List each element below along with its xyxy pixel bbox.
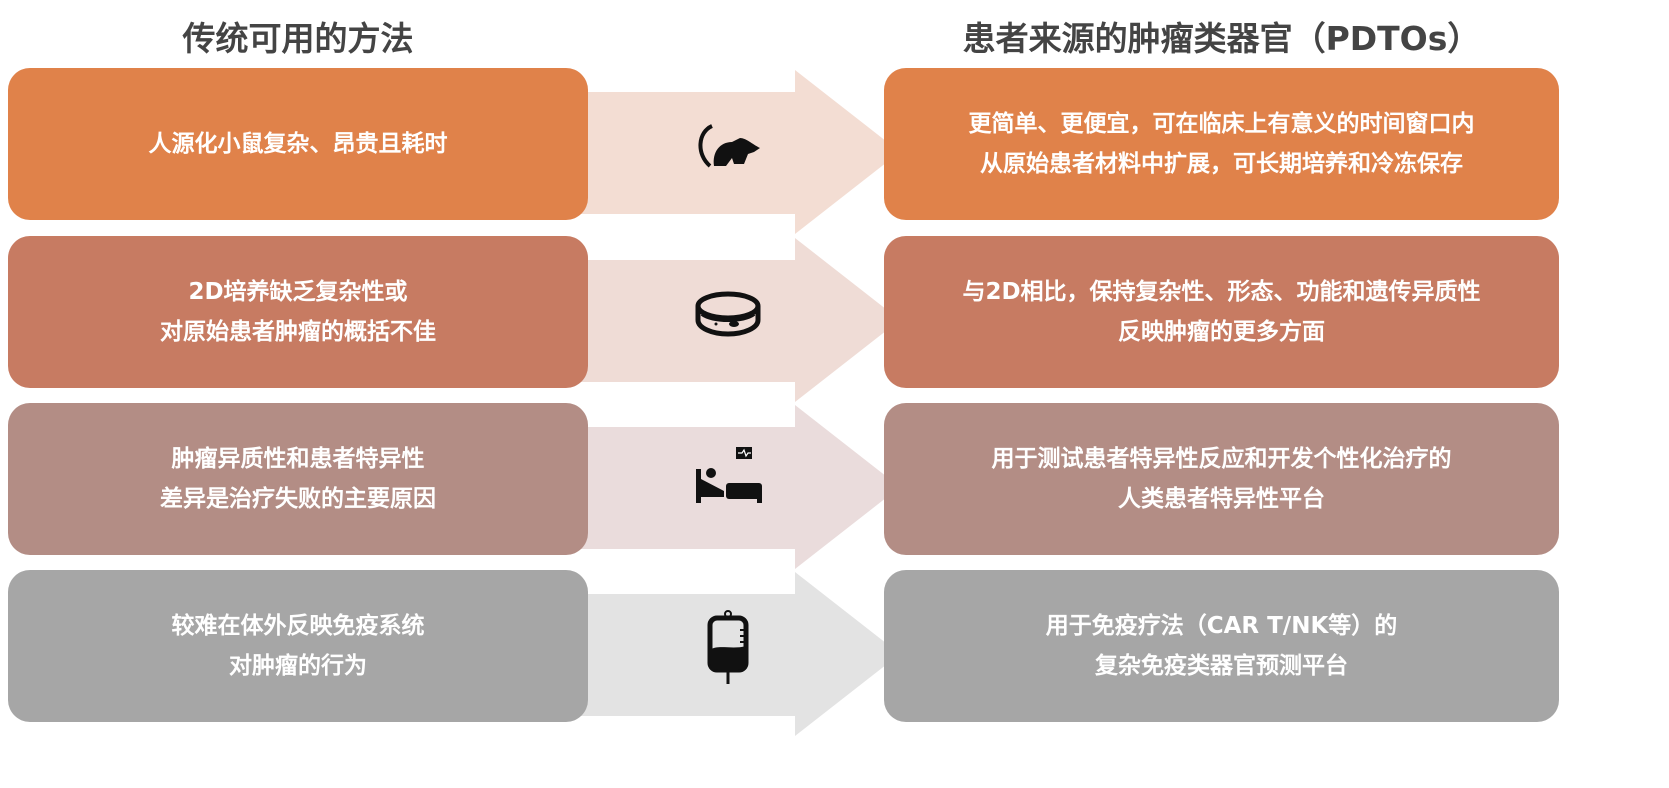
pdto-advantage-box: 用于测试患者特异性反应和开发个性化治疗的人类患者特异性平台 (884, 403, 1559, 555)
right-text-line: 用于免疫疗法（CAR T/NK等）的 (1045, 613, 1398, 639)
left-text-line: 人源化小鼠复杂、昂贵且耗时 (148, 131, 448, 157)
pdto-advantage-box: 用于免疫疗法（CAR T/NK等）的复杂免疫类器官预测平台 (884, 570, 1559, 722)
right-header: 患者来源的肿瘤类器官（PDTOs） (962, 19, 1481, 58)
traditional-method-box: 较难在体外反映免疫系统对肿瘤的行为 (8, 570, 588, 722)
left-text-line: 对肿瘤的行为 (229, 653, 367, 679)
pdto-advantage-box: 与2D相比，保持复杂性、形态、功能和遗传异质性反映肿瘤的更多方面 (884, 236, 1559, 388)
traditional-method-box: 2D培养缺乏复杂性或对原始患者肿瘤的概括不佳 (8, 236, 588, 388)
right-text-line: 从原始患者材料中扩展，可长期培养和冷冻保存 (980, 151, 1463, 177)
petri-dish-icon (695, 291, 761, 337)
left-text-line: 差异是治疗失败的主要原因 (160, 486, 436, 512)
right-text-line: 复杂免疫类器官预测平台 (1095, 653, 1348, 679)
right-text-line: 反映肿瘤的更多方面 (1118, 319, 1325, 345)
left-text-line: 肿瘤异质性和患者特异性 (171, 446, 425, 472)
left-text-line: 较难在体外反映免疫系统 (171, 613, 425, 639)
iv-bag-icon (707, 610, 749, 684)
left-header: 传统可用的方法 (182, 19, 414, 58)
left-text-line: 2D培养缺乏复杂性或 (188, 279, 408, 305)
right-text-line: 人类患者特异性平台 (1118, 486, 1325, 512)
traditional-method-box: 肿瘤异质性和患者特异性差异是治疗失败的主要原因 (8, 403, 588, 555)
hospital-bed-icon (696, 447, 762, 503)
mouse-icon (698, 124, 760, 168)
right-text-line: 与2D相比，保持复杂性、形态、功能和遗传异质性 (962, 279, 1481, 305)
pdto-advantage-box: 更简单、更便宜，可在临床上有意义的时间窗口内从原始患者材料中扩展，可长期培养和冷… (884, 68, 1559, 220)
traditional-method-box: 人源化小鼠复杂、昂贵且耗时 (8, 68, 588, 220)
right-text-line: 用于测试患者特异性反应和开发个性化治疗的 (991, 446, 1452, 472)
right-text-line: 更简单、更便宜，可在临床上有意义的时间窗口内 (968, 111, 1475, 137)
left-text-line: 对原始患者肿瘤的概括不佳 (160, 319, 436, 345)
